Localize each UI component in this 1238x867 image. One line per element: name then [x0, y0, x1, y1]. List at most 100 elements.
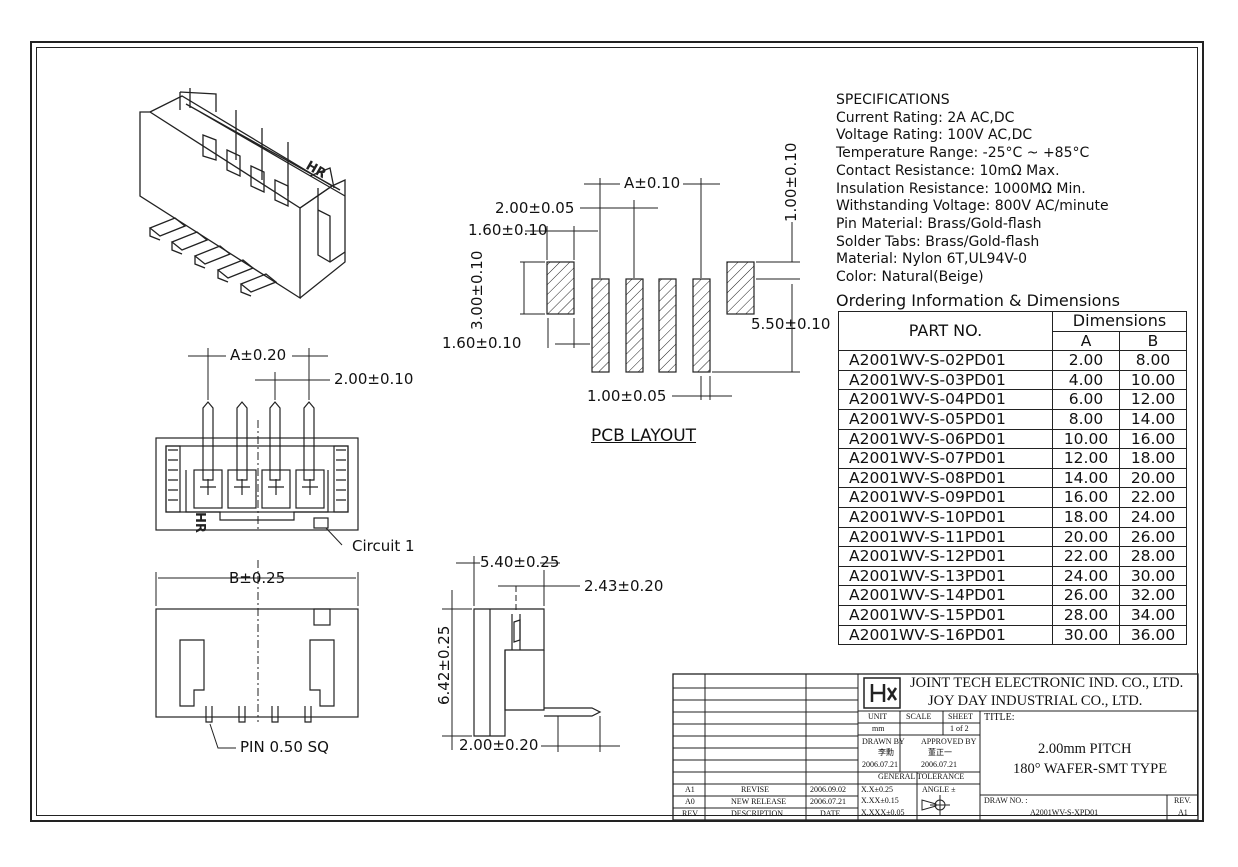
pcb-dim-tab-gap: 1.60±0.10 [442, 334, 522, 352]
part-no-header: PART NO. [838, 310, 1053, 352]
pcb-dim-pad-width: 1.00±0.05 [587, 387, 667, 405]
circuit-1-label: Circuit 1 [352, 537, 415, 555]
general-tolerance-label: GENERAL TOLERANCE [878, 772, 965, 781]
angle-label: ANGLE ± [922, 785, 956, 794]
spec-line: Current Rating: 2A AC,DC [836, 109, 1015, 126]
dim-b-cell: 8.00 [1119, 350, 1187, 371]
sheet-label: SHEET [948, 712, 973, 721]
dim-a-cell: 22.00 [1052, 546, 1120, 567]
dim-a-cell: 2.00 [1052, 350, 1120, 371]
part-number-cell: A2001WV-S-10PD01 [838, 506, 1053, 528]
isometric-view: HR [139, 88, 346, 300]
date-col-header: DATE [820, 809, 841, 818]
part-number-cell: A2001WV-S-03PD01 [838, 369, 1053, 391]
approved-by-date: 2006.07.21 [921, 760, 957, 769]
ordering-table: PART NO. Dimensions A B A2001WV-S-02PD01… [838, 310, 1187, 646]
dim-b-cell: 36.00 [1119, 624, 1187, 646]
dim-b-cell: 24.00 [1119, 506, 1187, 528]
spec-line: Color: Natural(Beige) [836, 269, 984, 286]
part-number-cell: A2001WV-S-05PD01 [838, 408, 1053, 430]
unit-value: mm [872, 724, 885, 733]
spec-line: Voltage Rating: 100V AC,DC [836, 127, 1033, 144]
company-name-1: JOINT TECH ELECTRONIC IND. CO., LTD. [910, 675, 1184, 691]
front-view [155, 560, 359, 749]
dim-a-cell: 18.00 [1052, 506, 1120, 528]
svg-text:HR: HR [192, 512, 207, 533]
dim-a-cell: 16.00 [1052, 487, 1120, 508]
tolerance-2: X.XX±0.15 [861, 796, 899, 805]
spec-line: Temperature Range: -25°C ~ +85°C [836, 145, 1090, 162]
title-block-grid [672, 673, 1199, 821]
side-dim-pitch: 2.00±0.20 [459, 736, 539, 754]
pcb-dim-top: 1.00±0.10 [782, 142, 800, 222]
dim-b-cell: 18.00 [1119, 448, 1187, 469]
dim-a-cell: 20.00 [1052, 526, 1120, 548]
title-label: TITLE: [984, 712, 1015, 723]
tolerance-1: X.X±0.25 [861, 785, 893, 794]
drawn-by-date: 2006.07.21 [862, 760, 898, 769]
specifications-block: SPECIFICATIONS Current Rating: 2A AC,DC … [836, 92, 1109, 287]
part-number-cell: A2001WV-S-07PD01 [838, 448, 1053, 469]
pcb-dim-a: A±0.10 [624, 174, 681, 192]
dim-b-cell: 22.00 [1119, 487, 1187, 508]
drawing-frame-outer [30, 41, 1204, 822]
unit-label: UNIT [868, 712, 888, 721]
sheet-value: 1 of 2 [950, 724, 969, 733]
dim-a-cell: 28.00 [1052, 604, 1120, 626]
front-dim-b: B±0.25 [229, 569, 286, 587]
top-view: HR [155, 348, 359, 546]
top-dim-a: A±0.20 [230, 346, 287, 364]
company-name-2: JOY DAY INDUSTRIAL CO., LTD. [928, 693, 1143, 709]
dim-a-cell: 14.00 [1052, 467, 1120, 489]
drawing-title-line-1: 2.00mm PITCH [1038, 741, 1132, 757]
col-b-header: B [1119, 330, 1187, 352]
part-number-cell: A2001WV-S-09PD01 [838, 487, 1053, 508]
spec-line: Withstanding Voltage: 800V AC/minute [836, 198, 1109, 215]
spec-line: Contact Resistance: 10mΩ Max. [836, 162, 1060, 179]
rev-label: REV. [1174, 796, 1191, 805]
spec-line: Pin Material: Brass/Gold-flash [836, 215, 1042, 232]
side-dim-height: 6.42±0.25 [435, 625, 453, 705]
drawn-by-label: DRAWN BY [862, 737, 905, 746]
dim-b-cell: 20.00 [1119, 467, 1187, 489]
rev-col-header: REV. [682, 809, 699, 818]
dimensions-header: Dimensions [1052, 311, 1187, 332]
dim-b-cell: 12.00 [1119, 389, 1187, 410]
dim-b-cell: 10.00 [1119, 369, 1187, 391]
drawing-no-label: DRAW NO. : [984, 796, 1028, 805]
dim-a-cell: 8.00 [1052, 408, 1120, 430]
dim-b-cell: 26.00 [1119, 526, 1187, 548]
dim-a-cell: 26.00 [1052, 585, 1120, 606]
drawing-no: A2001WV-S-XPD01 [1030, 808, 1099, 817]
dim-b-cell: 28.00 [1119, 546, 1187, 567]
part-number-cell: A2001WV-S-06PD01 [838, 428, 1053, 450]
part-number-cell: A2001WV-S-13PD01 [838, 565, 1053, 587]
desc-col-header: DESCRIPTION [731, 809, 784, 818]
dim-a-cell: 10.00 [1052, 428, 1120, 450]
specifications-heading: SPECIFICATIONS [836, 92, 950, 108]
drawing-frame-inner [36, 47, 1198, 816]
spec-line: Solder Tabs: Brass/Gold-flash [836, 233, 1040, 250]
dim-b-cell: 30.00 [1119, 565, 1187, 587]
svg-text:HR: HR [303, 158, 329, 181]
side-view [442, 556, 620, 752]
dim-b-cell: 14.00 [1119, 408, 1187, 430]
part-number-cell: A2001WV-S-02PD01 [838, 350, 1053, 371]
ordering-title: Ordering Information & Dimensions [836, 291, 1120, 310]
revision-rev: A0 [685, 797, 695, 806]
spec-line: Material: Nylon 6T,UL94V-0 [836, 251, 1028, 268]
side-dim-depth: 5.40±0.25 [480, 553, 560, 571]
pcb-layout-title: PCB LAYOUT [591, 426, 697, 446]
pcb-dim-pitch: 2.00±0.05 [495, 199, 575, 217]
part-number-cell: A2001WV-S-08PD01 [838, 467, 1053, 489]
